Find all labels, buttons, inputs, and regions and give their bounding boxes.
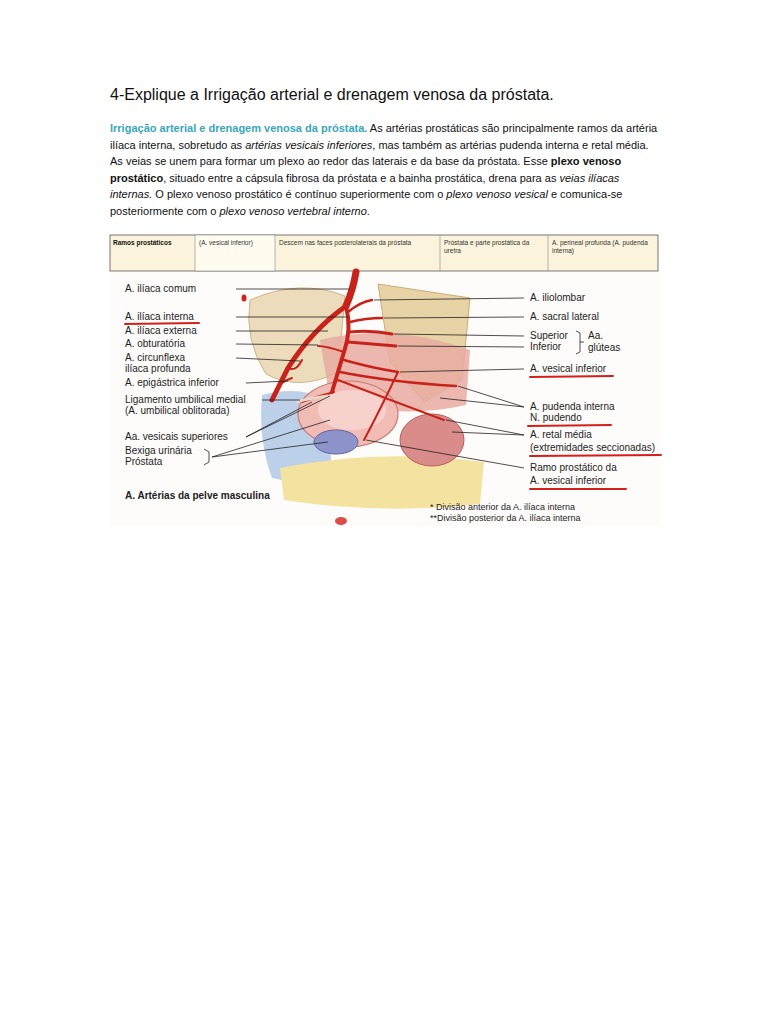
- body-text: , situado entre a cápsula fibrosa da pró…: [163, 172, 556, 184]
- red-underlines: [125, 323, 661, 489]
- lead-in: Irrigação arterial e drenagem venosa da …: [110, 122, 367, 134]
- figure-label: A. retal média: [530, 429, 592, 441]
- table-divider: [440, 235, 441, 271]
- figure-label: A. ilíaca externa: [125, 325, 197, 337]
- page-heading: 4-Explique a Irrigação arterial e drenag…: [110, 86, 554, 104]
- figure-caption: A. Artérias da pelve masculina: [125, 490, 270, 502]
- table-divider: [548, 235, 549, 271]
- figure-label: **Divisão posterior da A. ilíaca interna: [430, 513, 581, 524]
- figure-label: (A. umbilical oblitorada): [125, 405, 230, 417]
- figure-label: A. iliolombar: [530, 292, 585, 304]
- figure-label: N. pudendo: [530, 412, 582, 424]
- figure-label: ilíaca profunda: [125, 363, 191, 375]
- table-cell-text: Próstata e parte prostática da uretra: [444, 239, 544, 269]
- figure-label: Ramo prostático da: [530, 462, 617, 474]
- figure-ground: [110, 272, 660, 526]
- figure-label: A. vesical inferior: [530, 475, 606, 487]
- italic-term: artérias vesicais inferiores: [245, 139, 372, 151]
- figure-label: A. circunflexa: [125, 352, 185, 364]
- figure-label: Inferior: [530, 341, 561, 353]
- table-cell-text: Ramos prostáticos: [113, 239, 193, 269]
- red-mark: [335, 517, 347, 525]
- figure-label: Aa. vesicais superiores: [125, 431, 228, 443]
- red-mark: [242, 295, 247, 302]
- table-cell-text: Descem nas faces posterolaterais da prós…: [279, 239, 437, 269]
- table-strip: [110, 235, 658, 271]
- figure-label: A. sacral lateral: [530, 311, 599, 323]
- artery-tree: [272, 272, 456, 440]
- body-paragraph: Irrigação arterial e drenagem venosa da …: [110, 120, 662, 219]
- figure-label: A. ilíaca interna: [125, 311, 194, 323]
- table-cell-text: (A. vesical inferior): [199, 239, 271, 269]
- figure-label: Ligamento umbilical medial: [125, 394, 246, 406]
- figure-label: Próstata: [125, 456, 162, 468]
- italic-term: plexo venoso vertebral interno: [219, 205, 366, 217]
- figure-label: Aa. glúteas: [588, 330, 634, 354]
- body-text: .: [367, 205, 370, 217]
- figure-label: A. pudenda interna: [530, 401, 615, 413]
- italic-term: plexo venoso vesical: [446, 188, 548, 200]
- table-cell-text: A. perineal profunda (A. pudenda interna…: [552, 239, 655, 269]
- figure-label: A. vesical inferior: [530, 363, 606, 375]
- prostate: [314, 430, 358, 454]
- figure-label: Superior: [530, 330, 568, 342]
- figure-label: (extremidades seccionadas): [530, 442, 655, 454]
- body-text: O plexo venoso prostático é contínuo sup…: [155, 188, 443, 200]
- figure-label: * Divisão anterior da A. ilíaca interna: [430, 502, 575, 513]
- figure-label: A. epigástrica inferior: [125, 377, 219, 389]
- figure-label: A. obturatória: [125, 338, 185, 350]
- bladder-interior: [318, 390, 386, 430]
- figure-label: Bexiga urinária: [125, 445, 192, 457]
- fat-layer: [280, 456, 484, 508]
- table-cell: [195, 235, 275, 271]
- figure-label: A. ilíaca comum: [125, 283, 196, 295]
